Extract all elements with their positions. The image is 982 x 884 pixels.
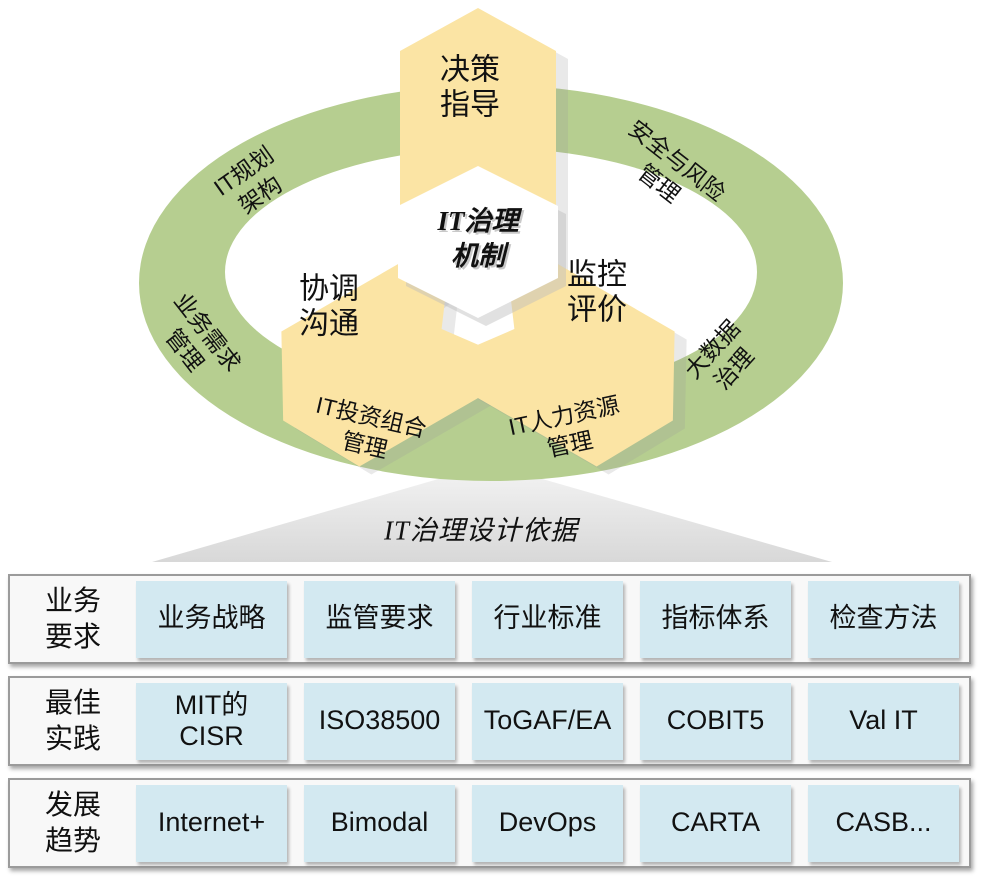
center-line1: IT治理 bbox=[437, 205, 519, 236]
diagram-shapes bbox=[139, 8, 843, 562]
row-item-box: MIT的 CISR bbox=[136, 682, 287, 760]
design-basis-funnel-shape bbox=[152, 464, 832, 562]
monitoring-arrow-label: 监控 评价 bbox=[567, 258, 627, 329]
row-item-box: COBIT5 bbox=[640, 682, 791, 760]
decision-arrow-label: 决策 指导 bbox=[440, 53, 500, 124]
row-item-box: 业务战略 bbox=[136, 580, 287, 658]
row-label: 业务 要求 bbox=[44, 584, 101, 652]
decision-line1: 决策 bbox=[440, 53, 500, 87]
center-line2: 机制 bbox=[451, 241, 505, 271]
row-development-trends: 发展 趋势 Internet+ Bimodal DevOps CARTA CAS… bbox=[8, 778, 971, 868]
monitoring-line2: 评价 bbox=[567, 294, 627, 327]
design-basis-label: IT治理设计依据 bbox=[383, 515, 579, 546]
coordination-line2: 沟通 bbox=[299, 308, 359, 341]
row-label: 最佳 实践 bbox=[44, 686, 101, 754]
row-item-box: Val IT bbox=[808, 682, 959, 760]
row-item-box: 指标体系 bbox=[640, 580, 791, 658]
row-boxes: Internet+ Bimodal DevOps CARTA CASB... bbox=[136, 784, 959, 862]
center-hexagon-shape bbox=[398, 166, 558, 318]
row-boxes: MIT的 CISR ISO38500 ToGAF/EA COBIT5 Val I… bbox=[136, 682, 959, 760]
row-item-box: Bimodal bbox=[304, 784, 455, 862]
row-label: 发展 趋势 bbox=[44, 788, 101, 856]
row-item-box: Internet+ bbox=[136, 784, 287, 862]
row-item-box: CASB... bbox=[808, 784, 959, 862]
decision-line2: 指导 bbox=[440, 89, 500, 122]
row-business-requirements: 业务 要求 业务战略 监管要求 行业标准 指标体系 检查方法 bbox=[8, 574, 971, 664]
coordination-line1: 协调 bbox=[299, 272, 359, 306]
row-item-box: ToGAF/EA bbox=[472, 682, 623, 760]
coordination-arrow-label: 协调 沟通 bbox=[299, 272, 359, 343]
row-item-box: 监管要求 bbox=[304, 580, 455, 658]
row-item-box: ISO38500 bbox=[304, 682, 455, 760]
row-item-box: CARTA bbox=[640, 784, 791, 862]
center-hexagon-label: IT治理 机制 bbox=[438, 204, 519, 274]
monitoring-line1: 监控 bbox=[567, 258, 627, 292]
row-item-box: 行业标准 bbox=[472, 580, 623, 658]
row-item-box: 检查方法 bbox=[808, 580, 959, 658]
row-item-box: DevOps bbox=[472, 784, 623, 862]
row-best-practices: 最佳 实践 MIT的 CISR ISO38500 ToGAF/EA COBIT5… bbox=[8, 676, 971, 766]
row-boxes: 业务战略 监管要求 行业标准 指标体系 检查方法 bbox=[136, 580, 959, 658]
